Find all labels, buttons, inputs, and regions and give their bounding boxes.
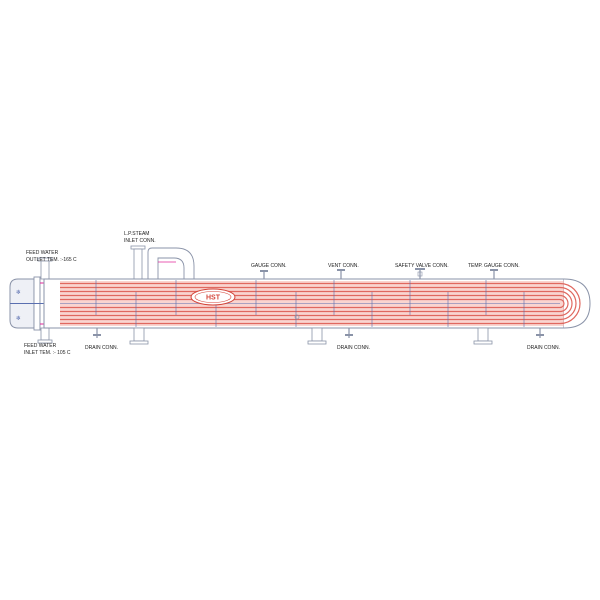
vent-conn-label: VENT CONN.: [328, 263, 359, 269]
temp-gauge-connection: [490, 269, 498, 280]
steam-inlet-nozzle: [130, 245, 195, 280]
u-tube: [60, 298, 565, 309]
safety-valve-conn-label: SAFETY VALVE CONN.: [395, 263, 449, 269]
feed-outlet-label-line2: OUTLET TEM. :-165 C: [26, 257, 77, 263]
feed-outlet-label-line1: FEED WATER: [26, 250, 59, 256]
vent-connection: [337, 269, 345, 280]
drain-conn-label-2: DRAIN CONN.: [337, 345, 370, 351]
steam-inlet-label-line2: INLET CONN.: [124, 238, 156, 244]
drain-conn-label-3: DRAIN CONN.: [527, 345, 560, 351]
saddle-support-3: [473, 327, 493, 345]
drain-nozzle-1: [93, 328, 101, 338]
svg-text:❄: ❄: [16, 315, 21, 322]
safety-valve-connection: [415, 268, 425, 280]
drain-nozzle-2: [345, 328, 353, 338]
u-tube: [60, 286, 577, 321]
tube-markers: [294, 314, 300, 320]
tube-bundle: [60, 282, 581, 325]
company-logo: HST: [190, 288, 236, 306]
drain-nozzle-3: [536, 328, 544, 338]
feed-inlet-label-line2: INLET TEM. :- 105 C: [24, 350, 71, 356]
gauge-conn-label: GAUGE CONN.: [251, 263, 287, 269]
saddle-support-2: [307, 327, 327, 345]
u-tube: [60, 282, 581, 325]
svg-text:❄: ❄: [16, 289, 21, 296]
u-tube: [60, 294, 569, 313]
temp-gauge-conn-label: TEMP. GAUGE CONN.: [468, 263, 520, 269]
drain-conn-label-1: DRAIN CONN.: [85, 345, 118, 351]
saddle-support-1: [129, 327, 149, 345]
logo-text: HST: [206, 295, 221, 302]
steam-inlet-label-line1: L.P.STEAM: [124, 231, 149, 237]
feed-inlet-label-line1: FEED WATER: [24, 343, 57, 349]
u-tube: [60, 290, 573, 317]
channel-head: ❄ ❄: [9, 276, 45, 331]
